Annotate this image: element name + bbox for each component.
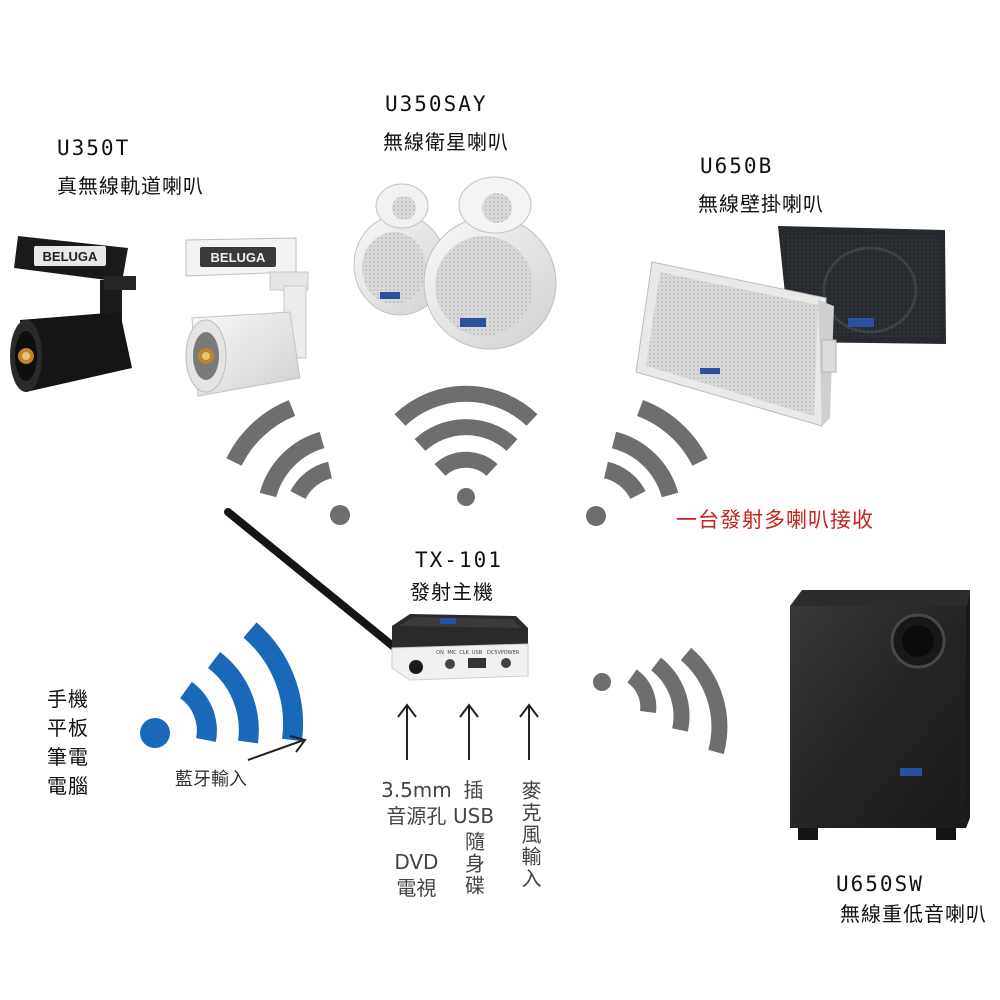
port-usb: USB xyxy=(472,650,483,656)
port-dc5v: DC5V xyxy=(487,650,502,656)
u350t-black-speaker-image: BELUGA xyxy=(10,236,136,392)
input-arrows xyxy=(398,705,538,760)
u350t-black-brand-logo: BELUGA xyxy=(43,249,99,264)
port-clk: CLK xyxy=(459,650,469,656)
wifi-waves-left xyxy=(234,408,350,525)
u650b-speakers-image xyxy=(636,226,946,426)
tx101-transmitter-image: ON MIC CLK USB DC5V POWER xyxy=(392,614,528,680)
port-power: POWER xyxy=(501,650,520,656)
u350say-speakers-image xyxy=(354,177,556,349)
port-on: ON xyxy=(436,650,444,656)
u650sw-subwoofer-image xyxy=(790,590,970,840)
u350t-white-brand-logo: BELUGA xyxy=(211,250,267,265)
wifi-waves-right xyxy=(586,408,700,526)
port-mic: MIC xyxy=(447,650,457,656)
bluetooth-waves xyxy=(140,630,293,748)
u350t-white-speaker-image: BELUGA xyxy=(186,238,308,396)
wifi-waves-center xyxy=(400,394,532,506)
wifi-waves-subwoofer xyxy=(593,654,719,752)
